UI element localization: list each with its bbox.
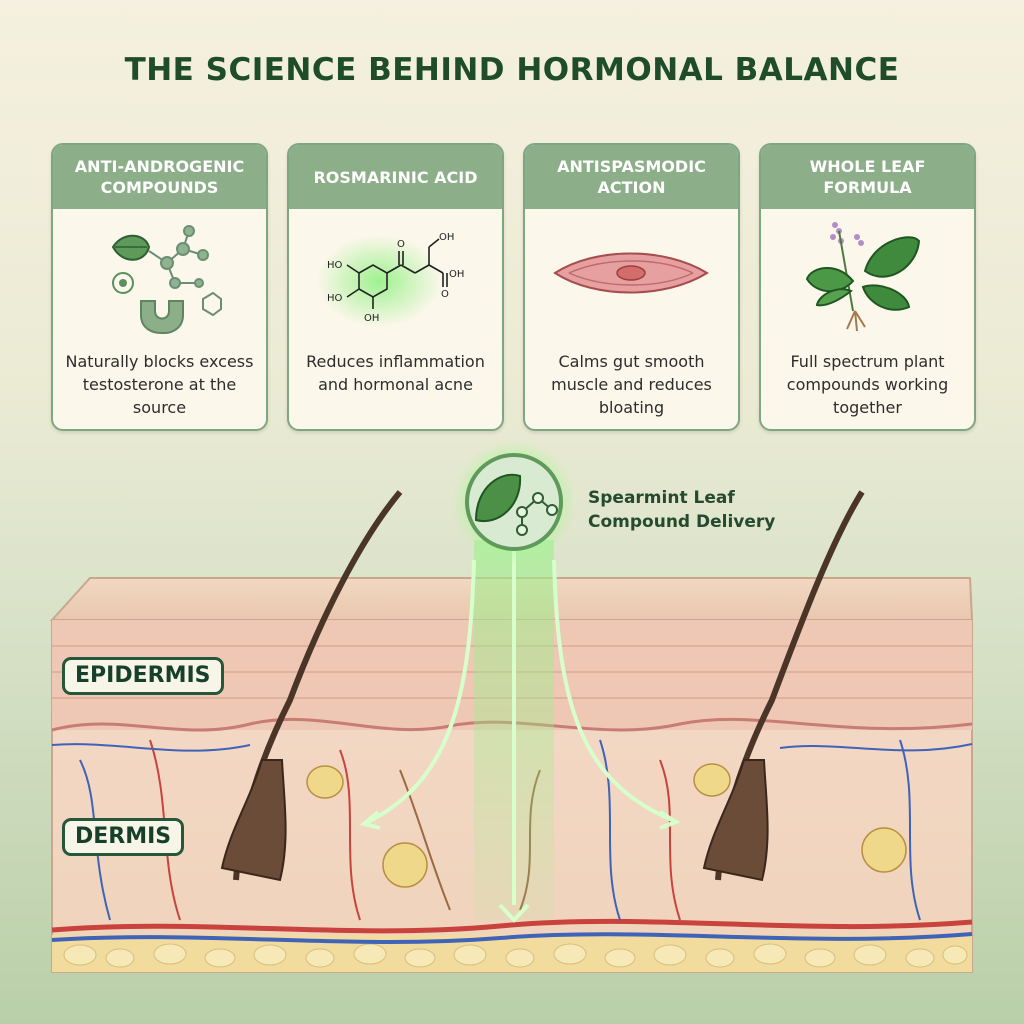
- card-description: Calms gut smooth muscle and reduces bloa…: [551, 352, 712, 417]
- card-description: Reduces inflammation and hormonal acne: [306, 352, 485, 394]
- epidermis-label: EPIDERMIS: [62, 657, 224, 695]
- card-antispasmodic: ANTISPASMODIC ACTION Calms gut smooth mu…: [523, 143, 740, 431]
- delivery-label-line1: Spearmint Leaf: [588, 488, 735, 508]
- card-heading: WHOLE LEAF FORMULA: [761, 145, 974, 209]
- smooth-muscle-icon: [553, 252, 709, 294]
- dermis-label: DERMIS: [62, 818, 185, 856]
- card-description: Naturally blocks excess testosterone at …: [65, 352, 254, 417]
- card-heading: ROSMARINIC ACID: [289, 145, 502, 209]
- oh-label: OH: [439, 232, 454, 243]
- delivery-label: Spearmint Leaf Compound Delivery: [588, 486, 775, 534]
- card-description: Full spectrum plant compounds working to…: [786, 352, 949, 417]
- page-title: THE SCIENCE BEHIND HORMONAL BALANCE: [124, 52, 900, 88]
- card-rosmarinic-acid: ROSMARINIC ACID O OH OH O HO HO OH Reduc…: [287, 143, 504, 431]
- hydroxyl-label: HO: [327, 293, 343, 304]
- carbonyl-label: O: [397, 239, 405, 250]
- oh-label: OH: [364, 313, 379, 324]
- card-heading: ANTISPASMODIC ACTION: [525, 145, 738, 209]
- delivery-label-line2: Compound Delivery: [588, 512, 776, 532]
- carbonyl-label: O: [441, 289, 449, 300]
- oh-label: OH: [449, 269, 464, 280]
- card-whole-leaf: WHOLE LEAF FORMULA Full spectrum plant c…: [759, 143, 976, 431]
- chemical-structure-icon: O OH OH O HO HO OH: [317, 232, 464, 327]
- mint-plant-icon: [805, 222, 921, 332]
- card-anti-androgenic: ANTI-ANDROGENIC COMPOUNDS Naturally bloc…: [51, 143, 268, 431]
- skin-cross-section-diagram: [49, 440, 974, 973]
- leaf-molecule-receptor-icon: [111, 225, 222, 334]
- card-heading: ANTI-ANDROGENIC COMPOUNDS: [53, 145, 266, 209]
- hydroxyl-label: HO: [327, 260, 343, 271]
